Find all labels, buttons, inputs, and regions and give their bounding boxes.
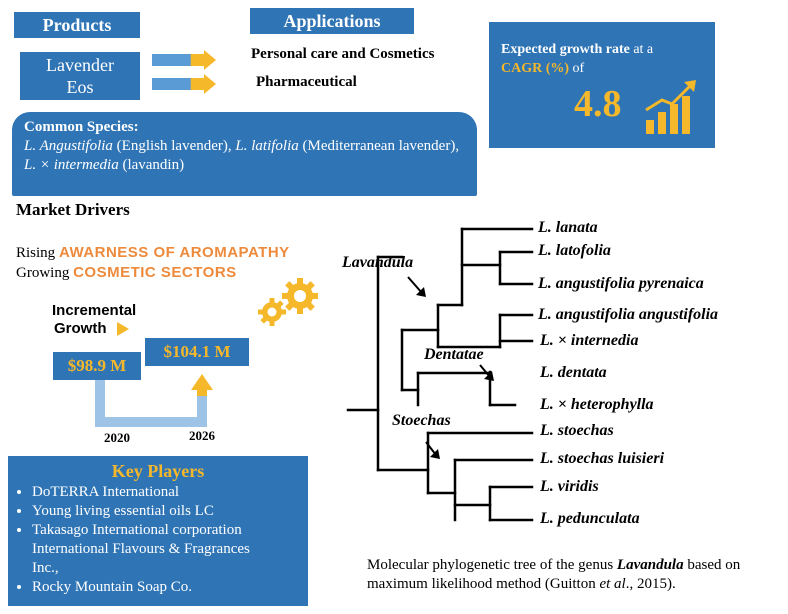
common-species-box: Common Species: L. Angustifolia (English… [12,112,477,196]
value-2020-box: $98.9 M [53,352,141,380]
year-start: 2020 [104,430,130,445]
species-title: Common Species: [24,119,139,135]
gear-icon [258,278,318,326]
leaf-lanata: L. lanata [538,219,598,236]
caption-etal: et al [599,576,626,592]
driver-2-highlight: COSMETIC SECTORS [73,264,237,281]
key-player-item: DoTERRA International [32,483,298,502]
driver-cosmetic: Growing COSMETIC SECTORS [16,264,237,282]
growth-rate-box: Expected growth rate at a CAGR (%) of [489,22,715,148]
key-players-title: Key Players [111,461,205,481]
cagr-label-tail: of [569,61,585,76]
key-players-list: DoTERRA International Young living essen… [18,483,298,597]
species-2-name: L. latifolia [235,138,299,154]
leaf-pedunculata: L. pedunculata [540,510,640,527]
growth-label: Expected growth rate [501,42,630,57]
bar-growth-icon [645,80,696,134]
lavender-label: Lavender [46,55,114,75]
key-player-item: Young living essential oils LC [32,502,298,521]
eos-label: Eos [66,77,94,97]
market-drivers-title: Market Drivers [16,200,130,219]
driver-aromapathy: Rising AWARNESS OF AROMAPATHY [16,244,290,262]
incremental-line2: Growth [54,320,107,337]
phylogenetic-tree [346,227,534,522]
leaf-dentata: L. dentata [540,364,607,381]
driver-2-prefix: Growing [16,265,74,281]
leaf-viridis: L. viridis [540,478,599,495]
play-arrow-icon [117,322,129,336]
key-players-box: Key Players DoTERRA International Young … [8,456,308,606]
leaf-latofolia: L. latofolia [538,242,611,259]
caption-part2: based on maximum likelihood method (Guit… [367,557,741,592]
incremental-growth-label: Incremental Growth [52,302,136,338]
tree-caption: Molecular phylogenetic tree of the genus… [367,556,779,594]
key-player-item: Rocky Mountain Soap Co. [32,578,298,597]
clade-dentatae: Dentatae [424,346,484,363]
species-1-name: L. Angustifolia [24,138,113,154]
clade-stoechas: Stoechas [392,412,451,429]
species-1-desc: (English lavender), [112,138,236,154]
incremental-line1: Incremental [52,302,137,319]
growth-label-tail: at a [629,42,654,57]
species-3-desc: (lavandin) [118,157,185,173]
species-2-desc: (Mediterranean lavender), [298,138,460,154]
year-end: 2026 [189,428,215,443]
leaf-heterophylla: L. × heterophylla [540,396,654,413]
caption-part1: Molecular phylogenetic tree of the genus [367,557,617,573]
products-header: Products [14,12,140,38]
application-personal-care: Personal care and Cosmetics [251,46,435,62]
cagr-value: 4.8 [574,83,622,125]
application-pharmaceutical: Pharmaceutical [256,74,357,90]
leaf-angustifolia-pyrenaica: L. angustifolia pyrenaica [538,275,704,292]
driver-1-prefix: Rising [16,245,59,261]
leaf-stoechas: L. stoechas [540,422,614,439]
leaf-stoechas-luisieri: L. stoechas luisieri [540,450,665,467]
cagr-label: CAGR (%) [501,61,570,76]
applications-header: Applications [250,8,414,34]
key-player-item: International Flavours & Fragrances [32,541,250,557]
leaf-internedia: L. × internedia [540,332,639,349]
lavender-eos-box: Lavender Eos [20,52,140,100]
value-2026-box: $104.1 M [145,338,249,366]
key-player-item: Takasago International corporation [32,521,298,540]
key-player-item: Inc., [32,560,59,576]
caption-genus: Lavandula [616,557,684,573]
caption-part3: ., 2015). [625,576,676,592]
clade-lavandula: Lavandula [342,254,414,271]
leaf-angustifolia-angustifolia: L. angustifolia angustifolia [538,306,719,323]
growth-connector [95,372,213,427]
species-3-name: L. × intermedia [24,157,119,173]
driver-1-highlight: AWARNESS OF AROMAPATHY [58,244,290,261]
right-arrow-icon [152,50,216,94]
